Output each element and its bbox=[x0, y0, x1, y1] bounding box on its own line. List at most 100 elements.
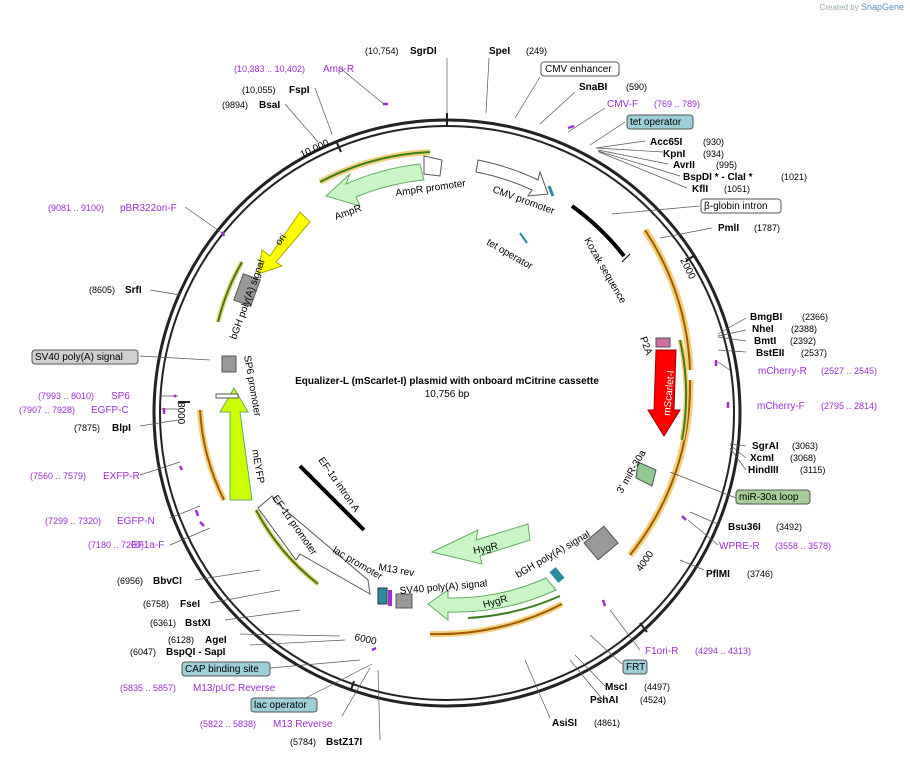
site-name: NheI bbox=[752, 324, 774, 335]
bgh-polya-box-right bbox=[583, 525, 619, 561]
site-name: HindIII bbox=[748, 465, 779, 476]
site-pos: (6047) bbox=[130, 647, 156, 657]
site-name: PshAI bbox=[590, 695, 619, 706]
site-pos: (6128) bbox=[168, 635, 194, 645]
site-pos: (2388) bbox=[791, 324, 817, 334]
primer-name: CMV-F bbox=[607, 99, 638, 110]
site-pos: (6956) bbox=[117, 576, 143, 586]
boxed-label-sv40-polya: SV40 poly(A) signal bbox=[35, 352, 123, 363]
site-name: SnaBI bbox=[579, 82, 608, 93]
ampr-promoter-arrow bbox=[423, 155, 443, 177]
primer-range: (4294 .. 4313) bbox=[695, 646, 751, 656]
ampr-arrow bbox=[325, 163, 425, 207]
site-name: BspQI - SapI bbox=[166, 647, 226, 658]
box-bg bbox=[250, 697, 318, 713]
m13rev-mark bbox=[377, 587, 388, 605]
box-bg bbox=[540, 61, 620, 77]
box-bg bbox=[735, 489, 811, 505]
bgh-polya-left-box bbox=[233, 273, 261, 307]
primer-name: F1ori-R bbox=[645, 646, 678, 657]
boxed-label-tet-operator: tet operator bbox=[630, 117, 682, 128]
primer-range: (10,383 .. 10,402) bbox=[234, 64, 305, 74]
boxed-label-mir30a-loop: miR-30a loop bbox=[739, 492, 799, 503]
sp6-mark bbox=[215, 393, 239, 399]
site-pos: (4524) bbox=[640, 695, 666, 705]
site-pos: (1787) bbox=[754, 223, 780, 233]
boxed-labels: CMV enhancer tet operator β-globin intro… bbox=[31, 61, 811, 713]
site-name: FspI bbox=[289, 85, 310, 96]
mir30a-marker bbox=[635, 461, 657, 487]
primer-range: (769 .. 789) bbox=[654, 99, 700, 109]
orf-line-upper-left bbox=[217, 261, 243, 323]
meyfp-arrow bbox=[219, 387, 253, 501]
hygr-arrow-outer bbox=[427, 577, 557, 622]
site-name: KflI bbox=[692, 184, 708, 195]
orf-line bbox=[679, 339, 688, 441]
site-name: BspDI * - ClaI * bbox=[683, 172, 753, 183]
tick-marks bbox=[178, 113, 696, 691]
orf-band-left bbox=[197, 409, 227, 502]
site-pos: (995) bbox=[716, 160, 737, 170]
site-name: AgeI bbox=[205, 635, 227, 646]
orf-line-bottom bbox=[429, 603, 563, 636]
site-pos: (2537) bbox=[801, 348, 827, 358]
primer-name: WPRE-R bbox=[719, 541, 760, 552]
feature-label: P2A bbox=[637, 335, 654, 357]
tick-label: 8000 bbox=[175, 402, 186, 425]
primer-name: Amp-R bbox=[323, 64, 354, 75]
tet-operator-mark bbox=[519, 232, 528, 244]
site-name: BbvCI bbox=[153, 576, 182, 587]
p2a-box bbox=[655, 337, 671, 348]
primer-marks bbox=[162, 102, 730, 652]
ampr-orf-line bbox=[319, 151, 431, 183]
plasmid-name: Equalizer-L (mScarlet-I) plasmid with on… bbox=[295, 376, 599, 387]
tick-label: 6000 bbox=[353, 632, 377, 647]
site-name: BstEII bbox=[756, 348, 785, 359]
site-pos: (9894) bbox=[222, 100, 248, 110]
feature-label: mScarlet-I bbox=[662, 370, 677, 416]
primer-name: M13/pUC Reverse bbox=[193, 683, 276, 694]
feature-label: Kozak sequence bbox=[581, 236, 628, 306]
primer-range: (7180 .. 7200) bbox=[88, 540, 144, 550]
primer-name: SP6 bbox=[111, 391, 130, 402]
cmv-promoter-arrow bbox=[475, 159, 549, 197]
site-pos: (5784) bbox=[290, 737, 316, 747]
site-pos: (10,055) bbox=[242, 85, 276, 95]
tick-label: 2000 bbox=[677, 256, 697, 281]
site-name: SrfI bbox=[125, 285, 142, 296]
tick-label: 4000 bbox=[634, 549, 656, 574]
site-pos: (590) bbox=[626, 82, 647, 92]
site-pos: (3068) bbox=[790, 453, 816, 463]
site-pos: (2392) bbox=[790, 336, 816, 346]
orf-line bbox=[629, 379, 692, 556]
site-pos: (934) bbox=[703, 149, 724, 159]
box-bg bbox=[700, 198, 782, 214]
site-pos: (2366) bbox=[802, 312, 828, 322]
beta-globin-intron-bar bbox=[570, 204, 626, 258]
primer-range: (5822 .. 5838) bbox=[200, 719, 256, 729]
feature-label: HygR bbox=[472, 541, 499, 557]
primer-range: (2795 .. 2814) bbox=[821, 401, 877, 411]
primer-name: M13 Reverse bbox=[273, 719, 333, 730]
site-pos: (3063) bbox=[792, 441, 818, 451]
primer-name: EGFP-N bbox=[117, 516, 155, 527]
box-bg bbox=[31, 349, 139, 365]
feature-label: mEYFP bbox=[249, 449, 266, 485]
site-name: Acc65I bbox=[650, 137, 682, 148]
site-name: KpnI bbox=[663, 149, 685, 160]
site-name: FseI bbox=[180, 599, 200, 610]
site-name: BstXI bbox=[185, 618, 211, 629]
boxed-label-cmv-enhancer: CMV enhancer bbox=[545, 64, 612, 75]
site-pos: (4861) bbox=[594, 718, 620, 728]
primer-range: (2527 .. 2545) bbox=[821, 366, 877, 376]
snapgene-credit: Created by SnapGene bbox=[819, 2, 904, 12]
site-name: SgrDI bbox=[410, 46, 437, 57]
site-name: BlpI bbox=[112, 423, 131, 434]
orf-line-left bbox=[199, 409, 225, 501]
feature-label: AmpR bbox=[333, 203, 363, 223]
orf-line bbox=[644, 229, 691, 371]
lac-promoter-arrow bbox=[257, 495, 371, 595]
site-pos: (1051) bbox=[724, 184, 750, 194]
site-pos: (930) bbox=[703, 137, 724, 147]
